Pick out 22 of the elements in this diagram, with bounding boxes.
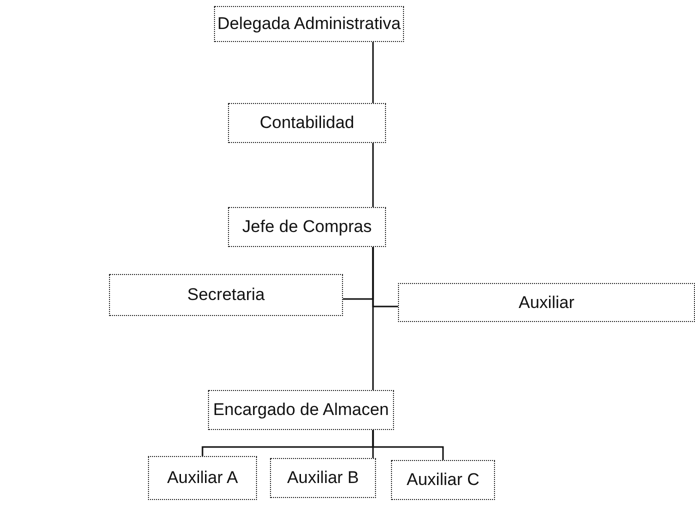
box-label: Auxiliar B — [287, 468, 359, 488]
org-box — [148, 456, 257, 500]
org-box — [208, 390, 394, 430]
box-label: Auxiliar C — [406, 470, 480, 490]
connector-line — [372, 430, 444, 460]
connector-line — [372, 247, 374, 390]
org-box — [398, 283, 695, 322]
box-label: Jefe de Compras — [242, 217, 372, 237]
org-box — [214, 6, 404, 42]
org-box — [228, 207, 386, 247]
box-label: Contabilidad — [260, 113, 354, 133]
box-label: Auxiliar A — [167, 468, 238, 488]
org-box — [391, 460, 495, 500]
box-label: Secretaria — [187, 285, 265, 305]
box-label: Delegada Administrativa — [217, 14, 401, 34]
org-box — [228, 103, 386, 143]
connector-line — [372, 42, 374, 103]
org-box — [270, 458, 376, 498]
org-box — [109, 274, 343, 316]
box-label: Encargado de Almacen — [213, 400, 389, 420]
box-label: Auxiliar — [518, 292, 574, 312]
connector-line — [372, 143, 374, 207]
